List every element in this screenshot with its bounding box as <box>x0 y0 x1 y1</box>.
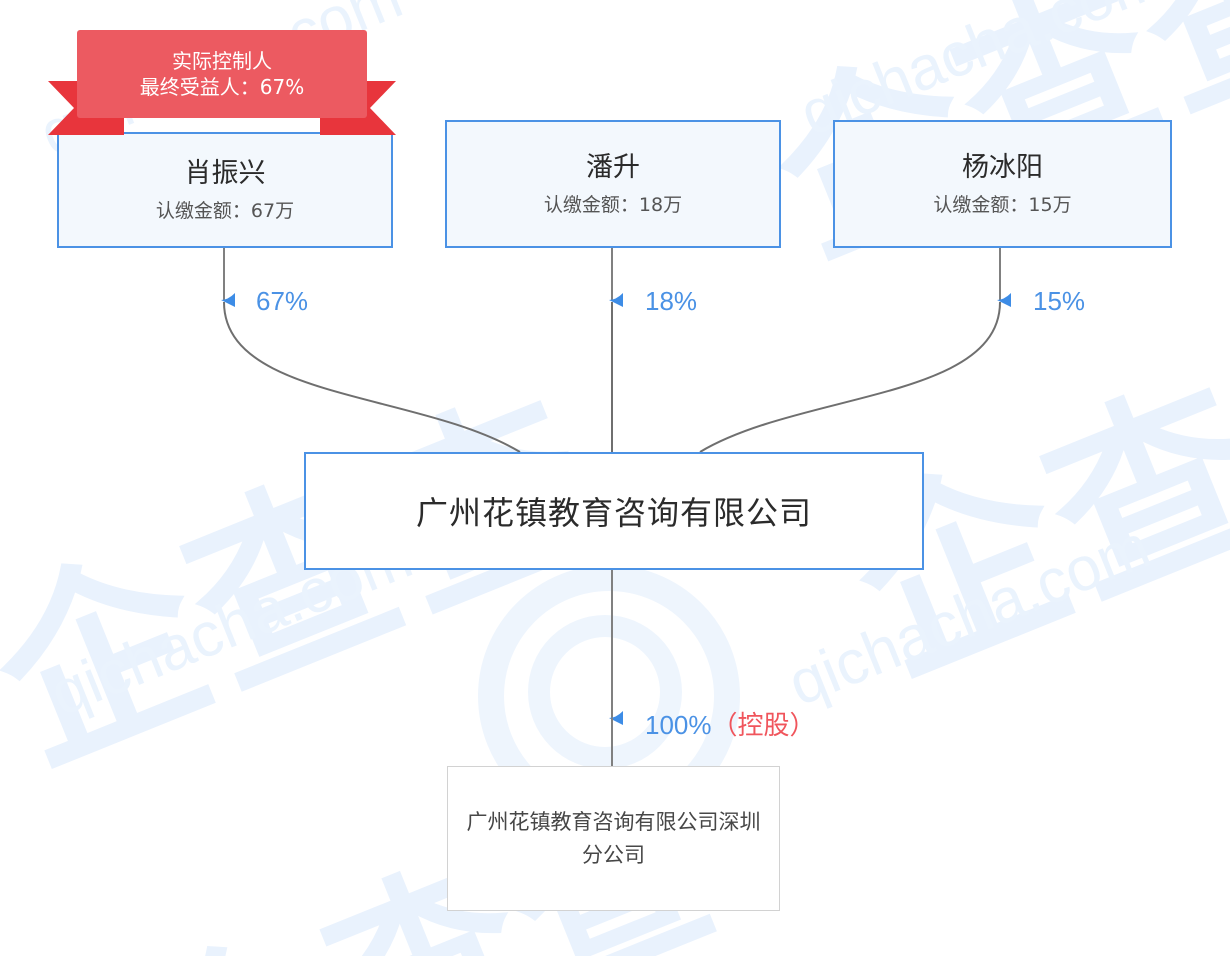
subsidiary-name: 广州花镇教育咨询有限公司深圳分公司 <box>466 809 761 867</box>
subsidiary-control-tag: （控股） <box>711 711 816 741</box>
edge-curve-shareholder-1 <box>223 301 521 453</box>
shareholder-contribution-2: 认缴金额：18万 <box>543 193 683 216</box>
ribbon-line-2: 最终受益人：67% <box>139 75 305 99</box>
shareholder-node-3[interactable]: 杨冰阳 认缴金额：15万 <box>833 120 1172 248</box>
company-node[interactable]: 广州花镇教育咨询有限公司 <box>304 452 924 570</box>
ownership-percent-3: 15% <box>1033 286 1086 316</box>
shareholder-name-2: 潘升 <box>586 152 640 184</box>
shareholder-node-1[interactable]: 肖振兴 认缴金额：67万 <box>57 132 393 248</box>
shareholder-contribution-3: 认缴金额：15万 <box>933 193 1072 216</box>
shareholder-name-3: 杨冰阳 <box>962 152 1043 184</box>
actual-controller-ribbon: 实际控制人 最终受益人：67% <box>48 30 396 138</box>
subsidiary-ownership-label: 100%（控股） <box>645 705 816 742</box>
ribbon-line-1: 实际控制人 <box>172 49 272 73</box>
shareholder-name-1: 肖振兴 <box>184 158 266 190</box>
subsidiary-node[interactable]: 广州花镇教育咨询有限公司深圳分公司 <box>447 766 780 911</box>
subsidiary-percent: 100% <box>645 710 712 740</box>
shareholder-contribution-1: 认缴金额：67万 <box>155 199 295 222</box>
ownership-percent-1: 67% <box>256 286 309 316</box>
shareholder-node-2[interactable]: 潘升 认缴金额：18万 <box>445 120 781 248</box>
company-name: 广州花镇教育咨询有限公司 <box>415 494 812 532</box>
ribbon-body: 实际控制人 最终受益人：67% <box>77 30 367 118</box>
watermark-logo-ring-inner <box>528 615 682 769</box>
edge-curve-shareholder-3 <box>699 301 1001 453</box>
ownership-percent-2: 18% <box>645 286 698 316</box>
